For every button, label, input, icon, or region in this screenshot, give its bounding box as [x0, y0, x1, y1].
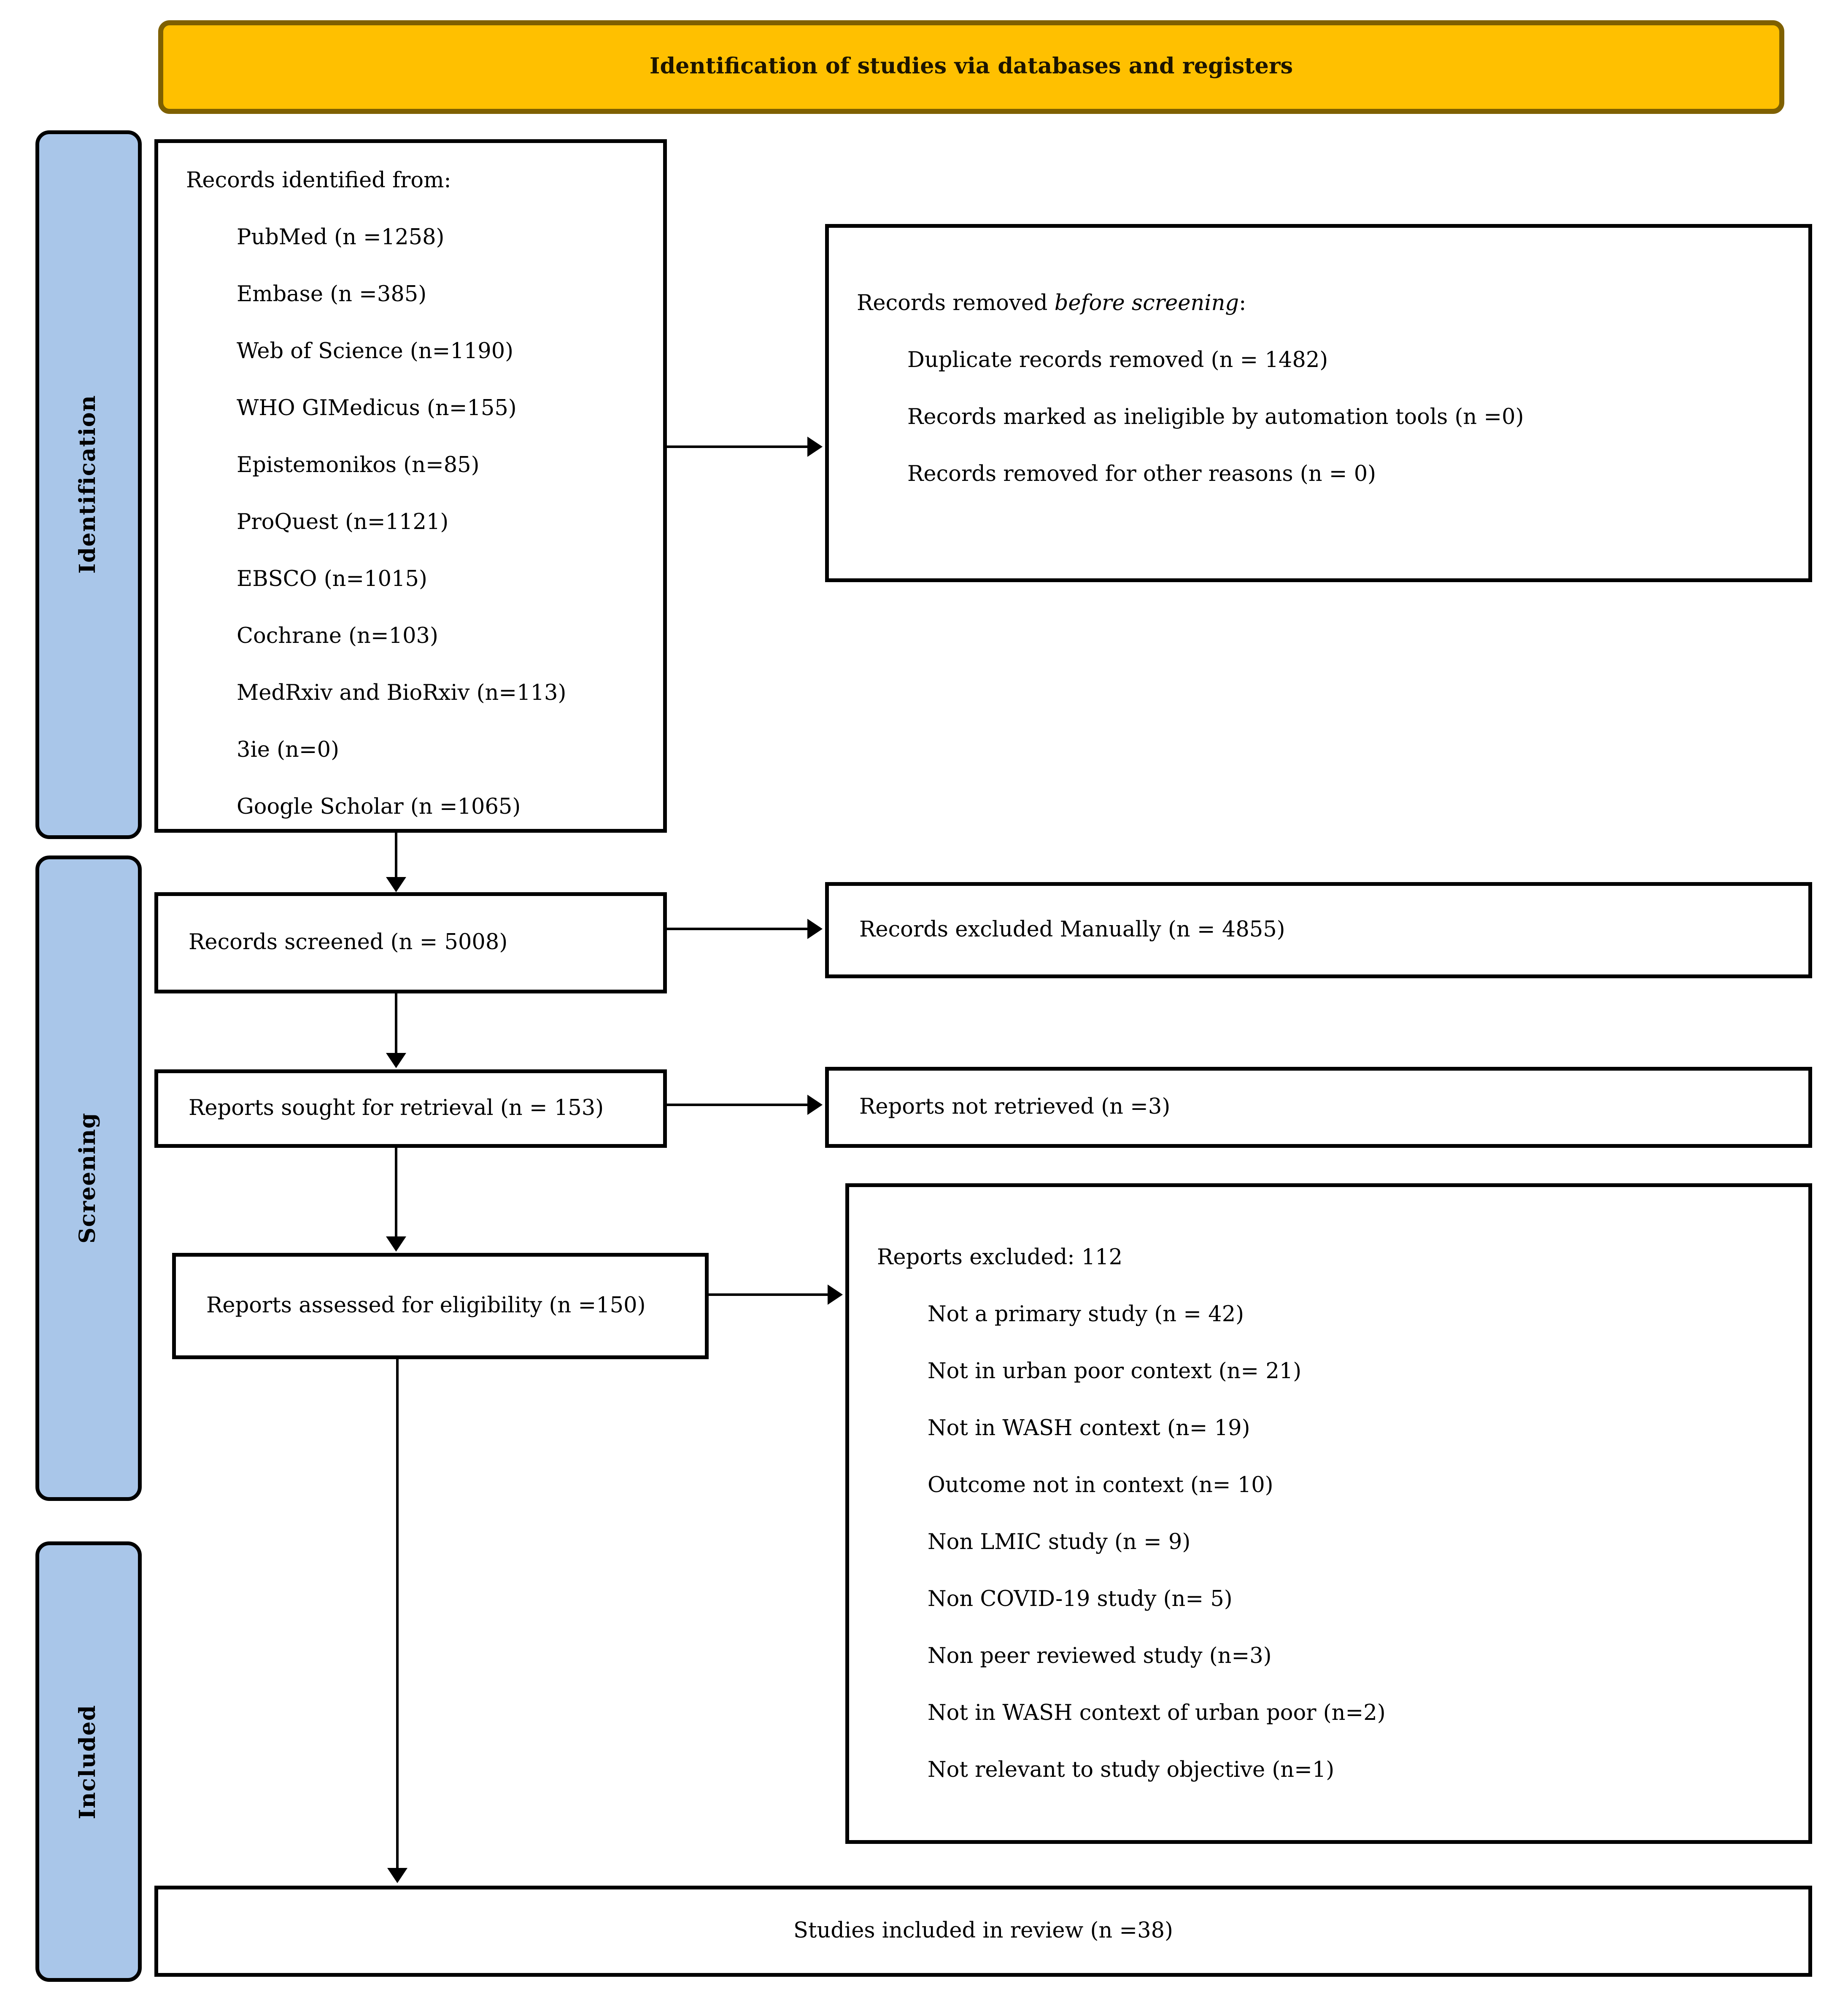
records-excluded-manually-label: Records excluded Manually (n = 4855) [859, 918, 1285, 943]
removed-item: Records marked as ineligible by automati… [907, 405, 1524, 430]
records-identified-header: Records identified from: [186, 168, 451, 194]
box-records-screened: Records screened (n = 5008) [154, 892, 667, 993]
records-removed-header: Records removed before screening: [857, 291, 1796, 316]
excluded-reason-item: Non peer reviewed study (n=3) [928, 1644, 1272, 1669]
arrow-identified-to-screened-head [386, 877, 406, 892]
phase-bar-identification: Identification [35, 130, 142, 839]
records-removed-header-suffix: : [1239, 291, 1246, 316]
source-item: MedRxiv and BioRxiv (n=113) [237, 681, 567, 706]
phase-label-included: Included [76, 1704, 101, 1819]
arrow-sought-to-assessed-head [386, 1236, 406, 1252]
excluded-reason-item: Non LMIC study (n = 9) [928, 1530, 1191, 1555]
box-records-removed-before-screening: Records removed before screening: Duplic… [825, 224, 1812, 582]
phase-label-identification: Identification [76, 395, 101, 574]
arrow-assessed-to-excluded-line [709, 1293, 828, 1297]
phase-bar-screening: Screening [35, 856, 142, 1501]
box-records-excluded-manually: Records excluded Manually (n = 4855) [825, 882, 1812, 978]
records-screened-label: Records screened (n = 5008) [189, 930, 508, 955]
studies-included-label: Studies included in review (n =38) [793, 1919, 1173, 1944]
source-item: Cochrane (n=103) [237, 624, 438, 649]
reports-sought-label: Reports sought for retrieval (n = 153) [189, 1096, 604, 1121]
excluded-reason-item: Not relevant to study objective (n=1) [928, 1758, 1335, 1783]
records-removed-header-prefix: Records removed [857, 291, 1055, 316]
box-records-identified: Records identified from: PubMed (n =1258… [154, 139, 667, 833]
arrow-assessed-to-included-head [387, 1868, 407, 1883]
arrow-screened-to-excluded-head [807, 919, 823, 939]
arrow-screened-to-sought-line [395, 993, 398, 1054]
removed-item: Records removed for other reasons (n = 0… [907, 462, 1376, 487]
arrow-assessed-to-included-line [396, 1359, 399, 1869]
arrow-assessed-to-excluded-head [828, 1285, 843, 1305]
reports-excluded-header: Reports excluded: 112 [877, 1245, 1123, 1271]
source-item: Epistemonikos (n=85) [237, 453, 480, 478]
box-reports-assessed: Reports assessed for eligibility (n =150… [172, 1253, 709, 1359]
arrow-screened-to-sought-head [386, 1053, 406, 1068]
arrow-identified-to-screened-line [395, 833, 398, 878]
excluded-reason-item: Outcome not in context (n= 10) [928, 1473, 1273, 1498]
phase-label-screening: Screening [76, 1112, 101, 1244]
source-item: PubMed (n =1258) [237, 225, 445, 251]
box-reports-not-retrieved: Reports not retrieved (n =3) [825, 1067, 1812, 1148]
reports-not-retrieved-label: Reports not retrieved (n =3) [859, 1095, 1171, 1120]
excluded-reason-item: Not in urban poor context (n= 21) [928, 1359, 1302, 1384]
box-reports-sought: Reports sought for retrieval (n = 153) [154, 1069, 667, 1148]
box-studies-included: Studies included in review (n =38) [154, 1886, 1812, 1977]
source-item: ProQuest (n=1121) [237, 510, 449, 535]
box-reports-excluded: Reports excluded: 112 Not a primary stud… [845, 1183, 1812, 1844]
banner-identification-of-studies: Identification of studies via databases … [158, 20, 1784, 114]
arrow-sought-to-assessed-line [395, 1148, 398, 1238]
removed-item: Duplicate records removed (n = 1482) [907, 348, 1328, 373]
excluded-reason-item: Not in WASH context (n= 19) [928, 1416, 1250, 1441]
records-removed-header-italic: before screening [1054, 291, 1239, 316]
banner-title: Identification of studies via databases … [649, 54, 1293, 80]
phase-bar-included: Included [35, 1541, 142, 1982]
arrow-identified-to-removed-line [667, 445, 807, 449]
source-item: Embase (n =385) [237, 282, 427, 308]
excluded-reason-item: Not in WASH context of urban poor (n=2) [928, 1701, 1386, 1726]
excluded-reason-item: Not a primary study (n = 42) [928, 1302, 1244, 1328]
reports-assessed-label: Reports assessed for eligibility (n =150… [206, 1293, 646, 1319]
excluded-reason-item: Non COVID-19 study (n= 5) [928, 1587, 1233, 1612]
source-item: Google Scholar (n =1065) [237, 795, 521, 820]
source-item: WHO GIMedicus (n=155) [237, 396, 517, 421]
arrow-screened-to-excluded-line [667, 928, 807, 931]
arrow-sought-to-not-retrieved-head [807, 1095, 823, 1115]
source-item: 3ie (n=0) [237, 738, 339, 763]
source-item: Web of Science (n=1190) [237, 339, 514, 364]
source-item: EBSCO (n=1015) [237, 567, 427, 592]
arrow-sought-to-not-retrieved-line [667, 1104, 807, 1107]
arrow-identified-to-removed-head [807, 437, 823, 457]
